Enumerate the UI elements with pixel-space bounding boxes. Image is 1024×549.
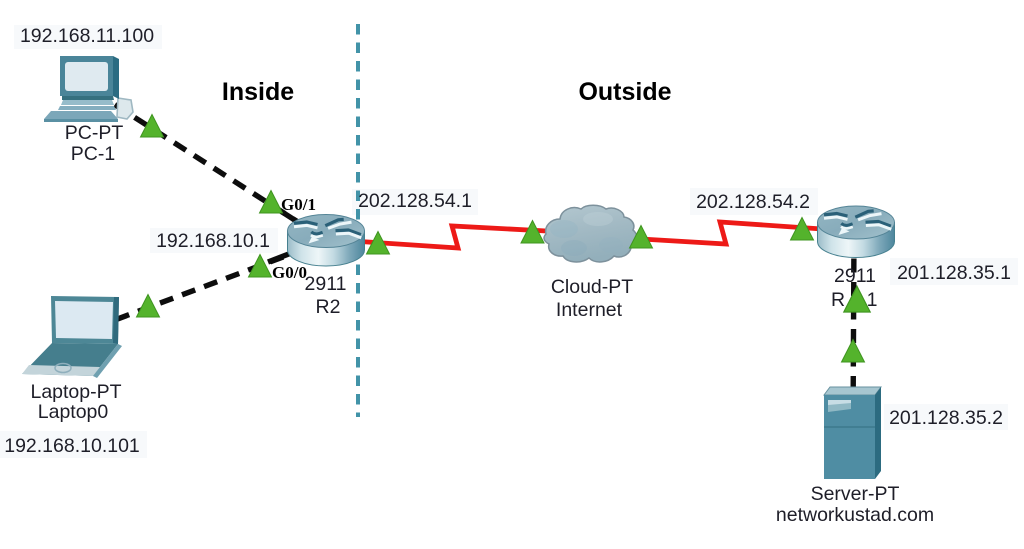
svg-text:1: 1: [867, 289, 878, 311]
svg-text:R2: R2: [316, 296, 341, 318]
svg-text:Server-PT: Server-PT: [811, 483, 900, 505]
svg-text:192.168.10.101: 192.168.10.101: [4, 435, 140, 457]
svg-text:192.168.10.1: 192.168.10.1: [156, 230, 270, 252]
svg-text:Laptop0: Laptop0: [38, 401, 109, 423]
svg-text:networkustad.com: networkustad.com: [776, 504, 934, 526]
svg-text:192.168.11.100: 192.168.11.100: [20, 25, 154, 47]
svg-text:Laptop-PT: Laptop-PT: [30, 381, 121, 403]
svg-text:Internet: Internet: [556, 299, 623, 321]
svg-text:201.128.35.1: 201.128.35.1: [897, 262, 1011, 284]
svg-text:Inside: Inside: [222, 78, 294, 106]
svg-text:Outside: Outside: [578, 78, 671, 106]
svg-text:2911: 2911: [834, 265, 876, 287]
svg-text:201.128.35.2: 201.128.35.2: [889, 407, 1003, 429]
svg-text:2911: 2911: [305, 273, 347, 295]
svg-text:G0/0: G0/0: [272, 263, 307, 282]
svg-text:Cloud-PT: Cloud-PT: [551, 276, 633, 298]
svg-text:PC-1: PC-1: [71, 143, 115, 165]
svg-text:G0/1: G0/1: [281, 195, 316, 214]
svg-text:R: R: [831, 289, 845, 311]
svg-text:PC-PT: PC-PT: [65, 122, 124, 144]
svg-text:202.128.54.2: 202.128.54.2: [696, 191, 810, 213]
svg-text:202.128.54.1: 202.128.54.1: [358, 190, 472, 212]
